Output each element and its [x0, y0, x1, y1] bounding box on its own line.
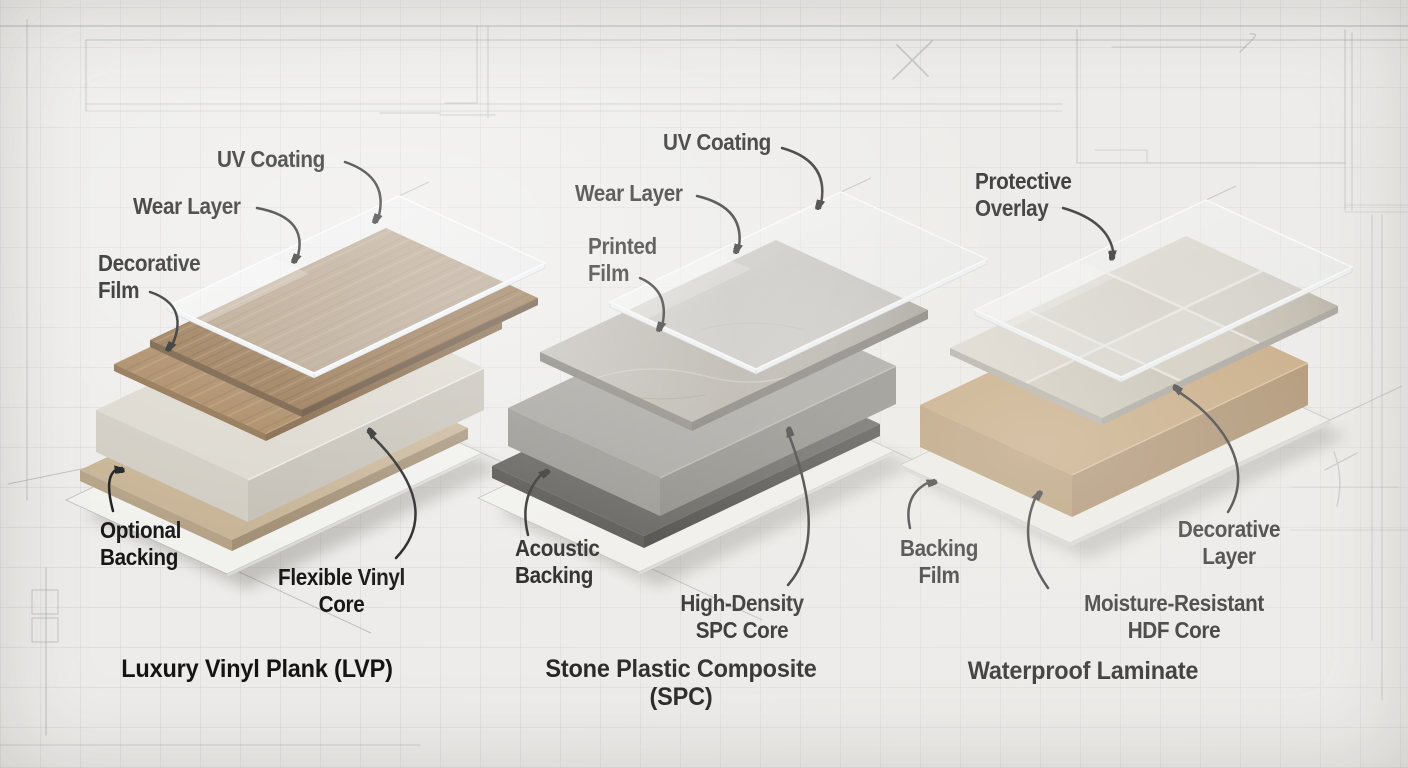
- label-laminate-decorative-layer: Decorative Layer: [1177, 516, 1281, 569]
- laminate-layer-protective-overlay: [973, 199, 1354, 383]
- arrow-lvp-vinyl-core: [368, 432, 417, 560]
- arrow-spc-wear-layer: [695, 194, 740, 252]
- laminate-stack: [899, 199, 1354, 559]
- arrow-spc-printed-film: [638, 276, 664, 330]
- label-lvp-wear-layer: Wear Layer: [133, 193, 241, 219]
- arrow-laminate-overlay: [1061, 206, 1114, 258]
- label-laminate-overlay: Protective Overlay: [975, 168, 1072, 221]
- spc-layer-uv-coating: [608, 191, 989, 375]
- caption-laminate: Waterproof Laminate: [967, 657, 1199, 685]
- arrow-laminate-backing-film: [907, 478, 934, 530]
- lvp-stack: [65, 195, 547, 589]
- label-spc-uv-coating: UV Coating: [663, 129, 771, 155]
- label-lvp-vinyl-core: Flexible Vinyl Core: [278, 564, 405, 617]
- arrow-spc-acoustic-backing: [524, 470, 546, 537]
- label-spc-wear-layer: Wear Layer: [575, 180, 683, 206]
- arrow-lvp-uv-coating: [343, 160, 381, 222]
- arrow-lvp-optional-backing: [107, 468, 122, 513]
- label-lvp-uv-coating: UV Coating: [217, 146, 325, 172]
- arrow-lvp-wear-layer: [255, 206, 300, 262]
- label-lvp-optional-backing: Optional Backing: [100, 517, 182, 570]
- label-spc-printed-film: Printed Film: [588, 233, 657, 286]
- label-lvp-decorative-film: Decorative Film: [98, 250, 201, 303]
- label-spc-core: High-Density SPC Core: [680, 590, 804, 643]
- arrow-laminate-decorative-layer: [1174, 389, 1240, 514]
- label-spc-acoustic-backing: Acoustic Backing: [515, 535, 600, 588]
- arrow-spc-core: [785, 430, 810, 587]
- blueprint-sketch: [0, 19, 1408, 746]
- arrow-laminate-hdf-core: [1026, 492, 1050, 590]
- arrow-lvp-decorative-film: [148, 290, 179, 350]
- label-laminate-backing-film: Backing Film: [899, 535, 979, 588]
- arrow-spc-uv-coating: [780, 146, 822, 208]
- callout-arrows: [107, 146, 1240, 590]
- lvp-layer-uv-coating: [166, 195, 547, 379]
- label-laminate-hdf-core: Moisture-Resistant HDF Core: [1084, 590, 1264, 643]
- spc-stack: [477, 191, 989, 587]
- caption-spc: Stone Plastic Composite (SPC): [545, 655, 817, 711]
- caption-lvp: Luxury Vinyl Plank (LVP): [121, 655, 393, 683]
